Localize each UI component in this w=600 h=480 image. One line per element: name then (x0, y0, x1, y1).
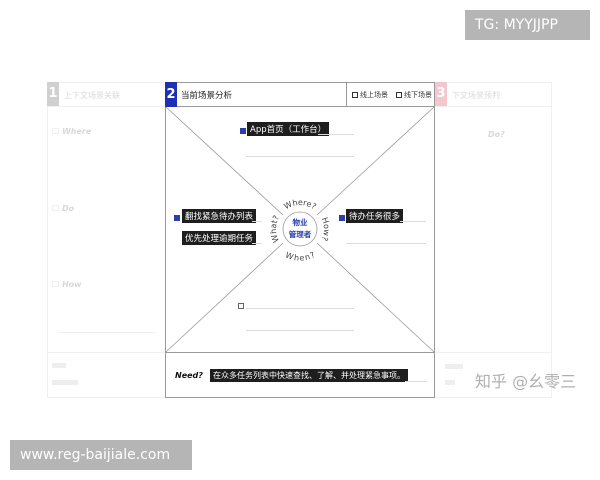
left-faint-text (52, 363, 66, 368)
hub-label-line2: 管理者 (288, 230, 312, 239)
right-do: Do? (488, 130, 505, 139)
step-3-badge: 3 (435, 82, 447, 106)
step-2-badge: 2 (165, 82, 177, 107)
diagonal-line (316, 106, 435, 216)
checkbox-checked[interactable] (240, 128, 246, 134)
watermark-zhihu: 知乎 @幺零三 (475, 372, 577, 391)
center-header-divider (165, 106, 435, 107)
option-online-label: 线上场景 (360, 91, 388, 99)
item-handle-overdue: 优先处理逾期任务 (182, 231, 257, 245)
center-title: 当前场景分析 (181, 91, 233, 101)
checkbox-checked[interactable] (174, 215, 180, 221)
need-underline (405, 381, 427, 382)
option-online[interactable]: 线上场景 (352, 90, 388, 100)
item-underline (252, 221, 262, 222)
left-where-label: Where (61, 127, 92, 136)
item-underline (252, 243, 262, 244)
item-app-home: App首页（工作台） (247, 122, 330, 136)
hub-label-line1: 物业 (292, 218, 308, 227)
checkbox-empty (396, 92, 402, 98)
left-how[interactable]: ☐ How (52, 280, 82, 289)
item-many-tasks: 待办任务很多 (346, 209, 404, 223)
watermark-bottom: www.reg-baijiale.com (10, 440, 192, 470)
ring-when: When? (284, 250, 316, 262)
right-faint-text (445, 364, 463, 369)
hub-label: 物业管理者 (283, 217, 317, 241)
need-text: 在众多任务列表中快速查找、了解、并处理紧急事项。 (210, 369, 408, 382)
ring-where: Where? (283, 198, 318, 211)
option-offline[interactable]: 线下场景 (396, 90, 432, 100)
item-underline (400, 221, 426, 222)
item-underline (246, 156, 354, 157)
step-1-badge: 1 (47, 82, 59, 106)
options-divider (346, 82, 347, 106)
watermark-top: TG: MYYJJPP (465, 10, 590, 40)
checkbox-empty[interactable] (238, 303, 244, 309)
left-faint-text (52, 380, 78, 385)
left-how-label: How (61, 280, 82, 289)
diagonal-line (165, 106, 284, 216)
left-do-label: Do (61, 204, 75, 213)
item-underline (318, 134, 354, 135)
hub-circle (282, 211, 318, 247)
left-where[interactable]: ☐ Where (52, 127, 92, 136)
need-label: Need? (175, 371, 203, 380)
left-do[interactable]: ☐ Do (52, 204, 75, 213)
right-title: 下文场景预判 (452, 91, 500, 100)
item-underline (246, 308, 354, 309)
item-underline (246, 330, 354, 331)
checkbox-checked[interactable] (339, 215, 345, 221)
center-panel (165, 82, 435, 398)
ring-what: What? (269, 214, 281, 244)
diagonal-line (165, 242, 284, 353)
checkbox-empty (352, 92, 358, 98)
right-faint-text (445, 380, 455, 385)
left-title: 上下文场景关联 (64, 91, 120, 100)
ring-how: How? (320, 216, 331, 242)
diagonal-line (316, 242, 435, 353)
option-offline-label: 线下场景 (404, 91, 432, 99)
item-underline (346, 243, 426, 244)
center-footer-divider (165, 352, 435, 353)
left-underline (58, 332, 156, 333)
item-find-urgent: 翻找紧急待办列表 (182, 209, 257, 223)
